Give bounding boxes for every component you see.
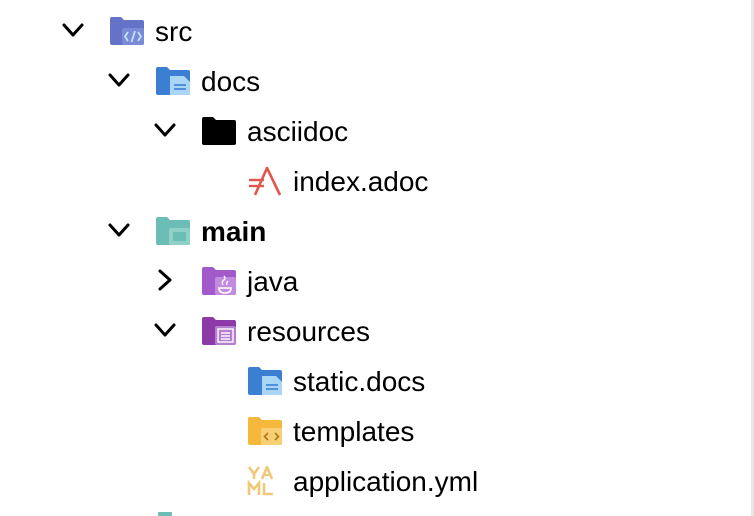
tree-item-docs[interactable]: docs [0, 55, 751, 105]
chevron-down-icon[interactable] [152, 317, 178, 343]
tree-item-label: java [247, 266, 299, 297]
tree-item-label: main [201, 216, 267, 247]
next-item-icon-peek [158, 512, 172, 516]
docs-folder-icon [156, 67, 190, 95]
chevron-down-icon[interactable] [60, 17, 86, 43]
java-folder-icon [202, 267, 236, 295]
yaml-file-icon [247, 466, 274, 496]
panel-divider [751, 0, 754, 516]
tree-item-label: resources [247, 316, 370, 347]
chevron-down-icon[interactable] [152, 117, 178, 143]
tree-item-label: index.adoc [293, 166, 429, 197]
tree-item-label: src [155, 16, 193, 47]
tree-item-java[interactable]: java [0, 255, 751, 305]
tree-item-asciidoc[interactable]: asciidoc [0, 105, 751, 155]
templates-folder-icon [248, 417, 282, 445]
docs-folder-icon [248, 367, 282, 395]
tree-item-index-adoc[interactable]: index.adoc [0, 155, 751, 205]
module-folder-icon [156, 217, 190, 245]
chevron-down-icon[interactable] [106, 67, 132, 93]
tree-item-label: docs [201, 66, 261, 97]
tree-item-label: templates [293, 416, 415, 447]
chevron-down-icon[interactable] [106, 217, 132, 243]
tree-item-src[interactable]: src [0, 5, 751, 55]
asciidoc-file-icon [249, 166, 282, 196]
tree-item-label: static.docs [293, 366, 426, 397]
tree-item-label: asciidoc [247, 116, 349, 147]
tree-item-templates[interactable]: templates [0, 405, 751, 455]
chevron-right-icon[interactable] [152, 267, 178, 293]
tree-item-application-yml[interactable]: application.yml [0, 455, 751, 505]
resources-folder-icon [202, 317, 236, 345]
source-folder-icon [110, 17, 144, 45]
tree-item-main[interactable]: main [0, 205, 751, 255]
folder-icon [202, 117, 236, 145]
tree-item-label: application.yml [293, 466, 479, 497]
tree-item-resources[interactable]: resources [0, 305, 751, 355]
tree-item-static-docs[interactable]: static.docs [0, 355, 751, 405]
